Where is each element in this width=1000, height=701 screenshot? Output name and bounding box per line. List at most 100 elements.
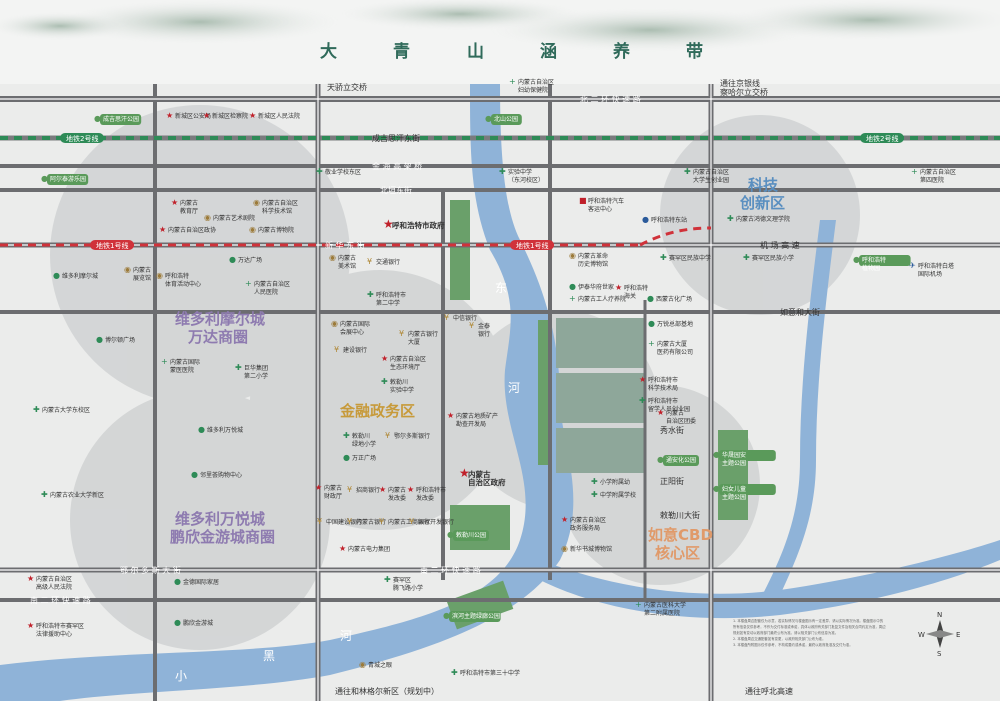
landmark-label: 内蒙古艺术剧院 [213,214,255,222]
landmark-jiaotong: ¥交通银行 [367,257,400,266]
landmark-label: 中信银行 [453,314,477,322]
landmark-label: 呼和浩特市赛罕区 [36,622,84,630]
culture-icon: ◉ [359,660,366,669]
mall-icon: ● [569,282,576,291]
landmark-xinhua-bowu: ◉新华书城博物馆 [561,544,612,553]
landmark-shizhengfu: ★呼和浩特市政府 [383,217,445,231]
landmark-zhaotou: ¥招商银行 [347,485,380,494]
landmark-label: 敕勒川公园 [456,531,486,539]
landmark-label: 妇幼保健院 [518,86,548,94]
school-icon: ✚ [591,490,598,499]
landmark-label: 呼和浩特白塔 [918,262,954,270]
landmark-qingcheng: ◉青城之眼 [359,660,392,669]
park-icon: ● [447,530,454,539]
landmark-label: 成吉思汗公园 [103,115,139,123]
road-label-chengjisihan: 成吉思汗东街 [372,133,420,143]
landmark-label: 内蒙古 [180,199,198,207]
landmark-label: 中学附属学校 [600,491,636,499]
landmark-label: 内蒙古 [338,254,356,262]
road-label-airport: 机 场 高 速 [760,240,800,250]
hospital-icon: + [911,167,918,176]
school-icon: ✚ [235,363,242,372]
park-icon: ● [443,611,450,620]
landmark-label: 万锐总部基地 [657,320,693,328]
landmark-label: 内蒙古国际 [340,320,370,328]
park-icon: ● [94,114,101,123]
landmark-label: 内蒙古鸿德文理学院 [736,215,790,223]
hospital-icon: + [635,600,642,609]
banner-char: 带 [686,41,703,62]
school-icon: ✚ [499,167,506,176]
culture-icon: ◉ [331,319,338,328]
landmark-label: 展览馆 [133,274,151,282]
landmark-jingye: ✚敬业学校东区 [316,167,361,176]
note-line: 1. 本楼盘周边配套仅为示意，若实际情况与楼盘图示有一定差异，请以实际情况为准。… [733,618,884,623]
landmark-label: 西蒙古化广场 [656,295,692,303]
landmark-label: 内蒙古工商银行 [388,518,430,526]
landmark-label: 新华书城博物馆 [570,545,612,553]
park-tag [491,114,522,125]
landmark-label: 自治区政府 [468,477,506,487]
landmark-label: 高级人民法院 [36,583,72,591]
landmark-gongshang: ¥内蒙古工商银行 [379,517,430,526]
river-labels: 东 河 小 黑 河 [175,281,520,683]
road-label-jingbao: 通往京银线 [720,78,760,88]
landmark-label: 妇女儿童 [722,485,746,493]
river-label: 河 [508,381,520,395]
landmark-label: 内蒙古农业大学新区 [50,491,104,499]
park-icon: ● [41,174,48,183]
landmark-bowuguan: ◉内蒙古博物院 [249,225,294,234]
metro-label: 地铁2号线 [66,134,98,143]
gov-icon: ★ [315,483,322,492]
compass-e: E [956,631,960,639]
landmark-label: 大厦 [408,338,420,346]
landmark-saihan-minzu: ✚赛罕区民族小学 [743,253,794,262]
gov-icon: ★ [447,411,454,420]
hospital-icon: + [648,339,655,348]
road-label-beiyuan: 北垣东街 [380,185,412,195]
landmark-zhongguo-jianshe: ¥中国建设银行 [317,517,362,526]
govbig-icon: ★ [383,217,394,231]
green-areas [446,200,748,630]
culture-icon: ◉ [124,265,131,274]
school-icon: ✚ [591,477,598,486]
gov-icon: ★ [249,111,256,120]
school-icon: ✚ [316,167,323,176]
landmark-label: 呼和浩特市政府 [392,220,445,230]
landmark-label: 内蒙古自治区 [254,280,290,288]
landmark-xuexiao-hangtian: ✚内蒙古鸿德文理学院 [727,214,790,223]
river-label: 东 [495,281,507,295]
landmark-jiancha: ★新城区检察院 [203,111,248,120]
culture-icon: ◉ [329,253,336,262]
park-tag [719,484,776,495]
landmark-jianshe: ¥建设银行 [334,345,367,354]
landmark-label: 小学附属幼 [600,478,630,486]
bank-icon: ¥ [409,517,414,526]
landmark-label: 内蒙古自治区 [518,78,554,86]
culture-icon: ◉ [204,213,211,222]
river-label: 黑 [263,649,275,663]
gov-icon: ★ [407,485,414,494]
landmark-label: 博尔顿广场 [105,336,135,344]
banner-char: 涵 [540,41,557,62]
landmark-xiaoxue-fu: ✚小学附属幼 [591,477,630,486]
school-icon: ✚ [33,405,40,414]
landmark-sanshi: ✚呼和浩特市第三十中学 [451,668,520,677]
metro-badges: 地铁2号线 地铁2号线 地铁1号线 地铁1号线 [60,133,904,250]
landmark-label: 华晟园安 [722,451,746,459]
landmark-label: 新城区检察院 [212,112,248,120]
landmark-label: 内蒙古革命 [578,252,608,260]
